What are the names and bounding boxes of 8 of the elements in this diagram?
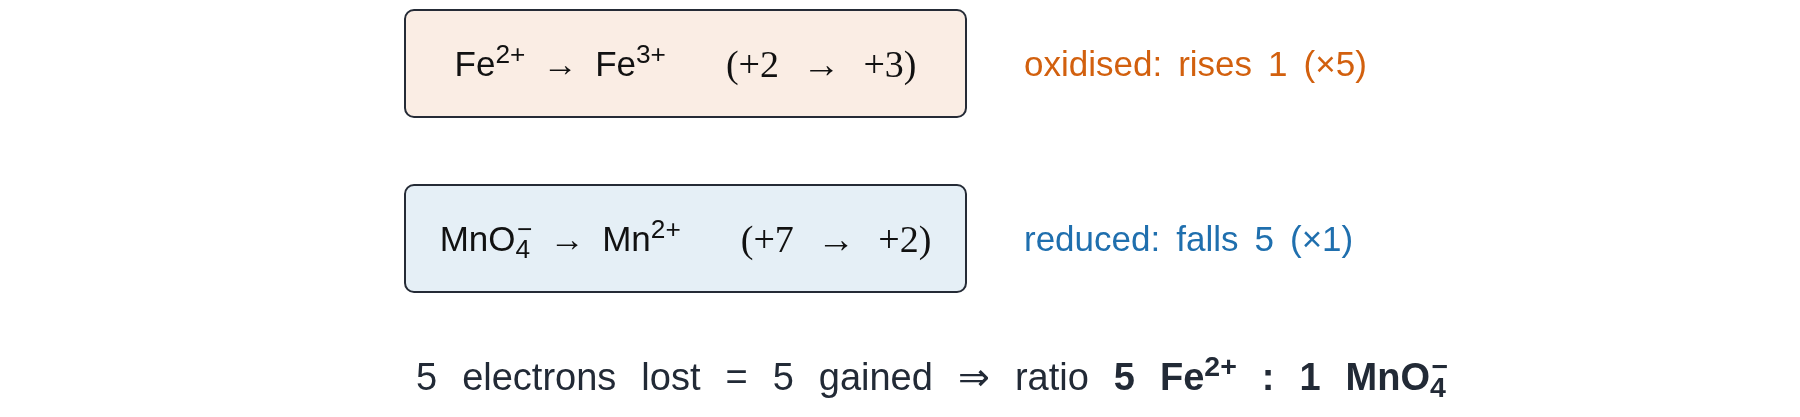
reduction-note: reduced: falls 5 (×1) — [1024, 221, 1354, 256]
oxidation-state-change: (+7 → +2) — [740, 219, 932, 258]
oxidation-note: oxidised: rises 1 (×5) — [1024, 46, 1367, 81]
oxidation-state-change: (+2 → +3) — [725, 44, 917, 83]
half-equation: MnO$_{4}$$^{−}$ → Mn$^{2+}$ — [439, 221, 681, 256]
equation-box — [404, 9, 967, 118]
equation-box — [404, 184, 967, 293]
half-equation: Fe$^{2+}$ → Fe$^{3+}$ — [454, 46, 666, 81]
